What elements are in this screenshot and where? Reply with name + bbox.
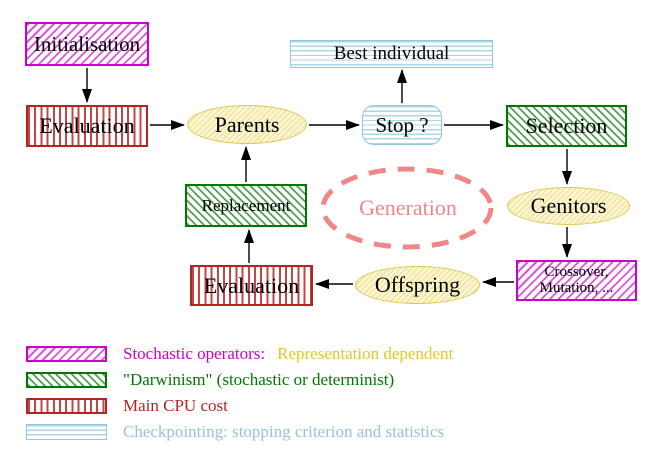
legend-swatch-cyan-stripes [26,424,107,440]
legend-swatch-magenta-hatch [26,346,107,362]
crossover-label-line2: Mutation, ... [539,279,614,296]
node-offspring: Offspring [355,266,480,304]
node-evaluation-bottom: Evaluation [190,265,313,306]
legend-row-checkpointing: Checkpointing: stopping criterion and st… [26,422,445,441]
node-crossover-mutation: Crossover, Mutation, ... [516,260,637,301]
crossover-label-line1: Crossover, [544,263,609,280]
legend-row-cpu-cost: Main CPU cost [26,396,228,415]
legend-row-darwinism: "Darwinism" (stochastic or determinist) [26,370,395,389]
legend-label-stochastic: Stochastic operators: [123,344,266,363]
legend-label-checkpointing: Checkpointing: stopping criterion and st… [123,422,445,441]
node-genitors: Genitors [507,187,630,225]
legend-label-darwinism: "Darwinism" (stochastic or determinist) [123,370,395,389]
node-replacement: Replacement [185,184,307,227]
node-initialisation: Initialisation [25,22,149,66]
legend-text: Stochastic operators: Representation depe… [123,344,453,364]
legend-swatch-green-hatch [26,372,107,388]
legend-label-representation: Representation dependent [277,344,454,363]
legend-label-cpu-cost: Main CPU cost [123,396,228,415]
node-best-individual: Best individual [290,40,493,68]
node-evaluation-top: Evaluation [26,105,148,147]
generation-label: Generation [359,195,457,221]
node-selection: Selection [506,105,627,147]
node-parents: Parents [187,105,307,144]
legend-row-stochastic-operators: Stochastic operators: Representation depe… [26,344,453,364]
node-stop-test: Stop ? [362,105,442,145]
legend-swatch-red-stripes [26,398,107,414]
